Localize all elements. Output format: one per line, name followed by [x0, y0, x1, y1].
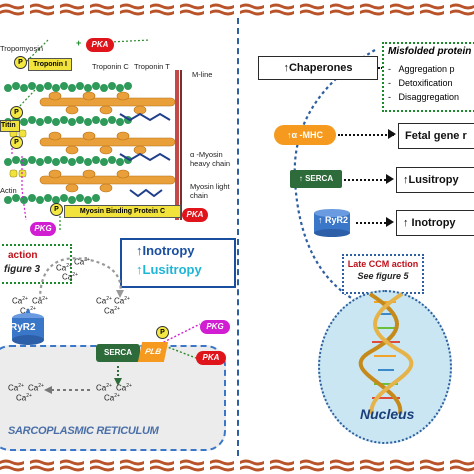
alpha-mhc-pill: ↑α -MHC — [274, 125, 336, 145]
plus-icon: + — [76, 38, 82, 48]
tropomyosin-label: Tropomyosin — [0, 44, 44, 53]
arrow-serca — [344, 179, 390, 181]
plb-regulator: PLB — [137, 342, 169, 362]
late-ccm-line2: See figure 5 — [357, 271, 409, 281]
calcium-ion: Ca2+ — [116, 383, 132, 393]
calcium-ion: Ca2+ — [8, 383, 24, 393]
early-action-box: action figure 3 — [0, 244, 72, 284]
troponin-i-box: Troponin I — [28, 58, 72, 71]
calcium-ion: Ca2+ — [104, 393, 120, 403]
troponin-c-label: Troponin C — [92, 62, 129, 71]
nucleus — [318, 290, 452, 444]
fetal-gene-box: Fetal gene r — [398, 123, 474, 149]
ryr2-up-label: ↑ RyR2 — [318, 215, 349, 225]
lusitropy-right-box: ↑Lusitropy — [396, 167, 474, 193]
calcium-ion: Ca2+ — [28, 383, 44, 393]
arrow-ryr2 — [356, 222, 390, 224]
early-action-line1: action — [8, 250, 38, 261]
misfolded-title: Misfolded protein — [388, 46, 472, 57]
late-ccm-box: Late CCM action See figure 5 — [342, 254, 424, 294]
sarcoplasmic-reticulum-label: SARCOPLASMIC RETICULUM — [8, 425, 159, 437]
phospho-p-circle: P — [50, 203, 63, 216]
arrow-alpha-mhc — [338, 134, 394, 136]
misfolded-item: - Disaggregation — [388, 92, 460, 102]
calcium-ion: Ca2+ — [32, 296, 48, 306]
pka-badge: PKA — [196, 351, 226, 365]
calcium-ion: Ca2+ — [56, 263, 72, 273]
calcium-ion: Ca2+ — [20, 306, 36, 316]
misfolded-item: - Aggregation p — [388, 64, 455, 74]
troponin-t-label: Troponin T — [134, 62, 170, 71]
calcium-ion: Ca2+ — [16, 393, 32, 403]
dna-helix-icon — [358, 292, 414, 415]
arrow-head-icon — [388, 129, 396, 139]
inotropy-right-box: ↑ Inotropy — [396, 210, 474, 236]
calcium-ion: Ca2+ — [96, 383, 112, 393]
bottom-decorative-band — [0, 458, 474, 472]
nucleus-label: Nucleus — [360, 406, 415, 422]
phospho-p-circle: P — [14, 56, 27, 69]
misfolded-item: - Detoxification — [388, 78, 453, 88]
arrow-head-icon — [386, 174, 394, 184]
misfolded-list: - Aggregation p - Detoxification - Disag… — [388, 62, 459, 104]
serca-pump: SERCA — [96, 344, 140, 362]
calcium-ion: Ca2+ — [114, 296, 130, 306]
arrow-head-icon — [386, 217, 394, 227]
alpha-myosin-heavy-label: α -Myosin heavy chain — [190, 150, 231, 168]
titin-box: Titin — [0, 120, 20, 132]
early-action-line2: figure 3 — [4, 264, 41, 275]
misfolded-protein-box: Misfolded protein - Aggregation p - Deto… — [382, 42, 474, 112]
pkg-badge: PKG — [200, 320, 230, 334]
sarcomere-illustration — [4, 39, 182, 230]
serca-up-badge: ↑ SERCA — [290, 170, 342, 188]
calcium-cycle-diagram — [12, 257, 201, 394]
pkg-badge: PKG — [30, 222, 56, 236]
mybpc-box: Myosin Binding Protein C — [64, 205, 181, 218]
top-decorative-band — [0, 2, 474, 16]
late-ccm-line1: Late CCM action — [347, 259, 419, 269]
inotropy-lusitropy-box: ↑Inotropy ↑Lusitropy — [120, 238, 236, 288]
lusitropy-text: ↑Lusitropy — [136, 262, 202, 277]
calcium-ion: Ca2+ — [12, 296, 28, 306]
ryr2-cylinder-icon — [314, 209, 350, 237]
pka-badge: PKA — [182, 208, 208, 222]
actin-label: Actin — [0, 186, 17, 195]
m-line-label: M-line — [192, 70, 213, 79]
inotropy-text: ↑Inotropy — [136, 243, 195, 258]
myosin-light-label: Myosin light chain — [190, 182, 230, 200]
pka-badge: PKA — [86, 38, 114, 52]
phospho-p-circle: P — [10, 136, 23, 149]
phospho-p-circle: P — [10, 106, 23, 119]
calcium-ion: Ca2+ — [96, 296, 112, 306]
calcium-ion: Ca2+ — [62, 272, 78, 282]
sarcoplasmic-reticulum-region — [0, 345, 226, 451]
panel-divider — [237, 18, 239, 456]
phospho-p-circle: P — [156, 326, 169, 339]
ryr2-channel-label: RyR2 — [10, 322, 36, 333]
calcium-ion: Ca2+ — [104, 306, 120, 316]
chaperones-box: ↑Chaperones — [258, 56, 378, 80]
